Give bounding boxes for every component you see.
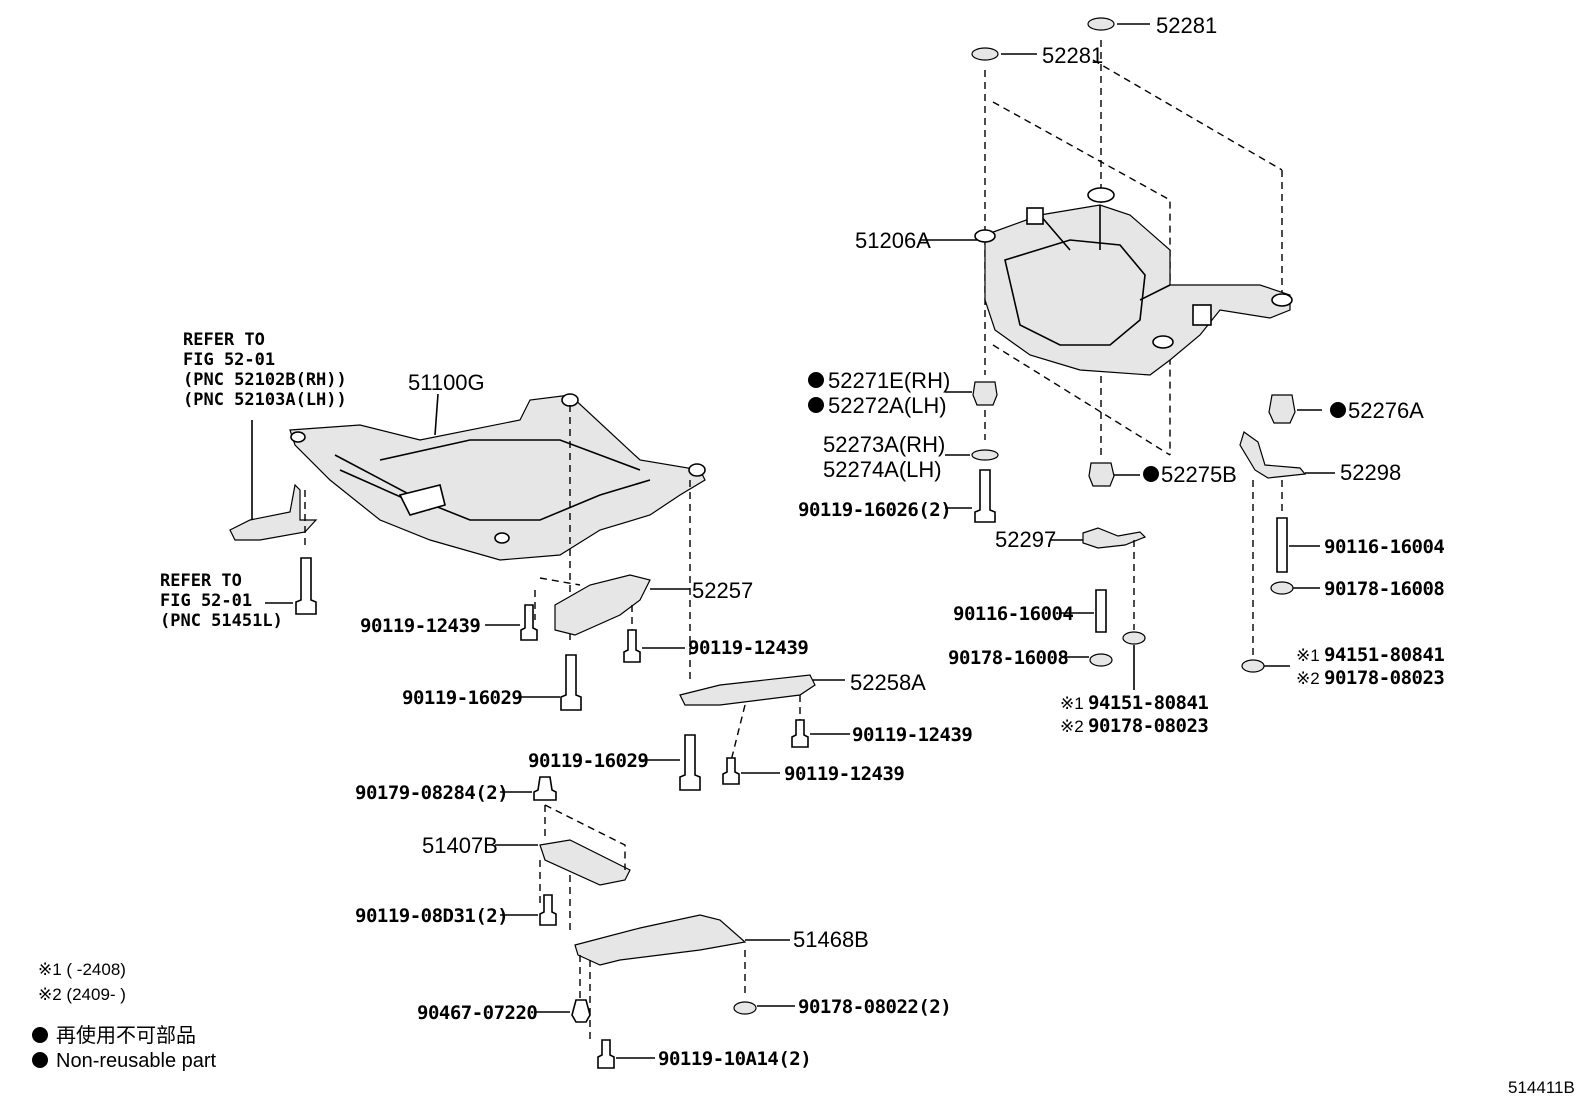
label-51206A[interactable]: 51206A — [855, 228, 931, 253]
clip-90467-07220-drawing — [571, 999, 591, 1023]
note-mark-1-a: ※1 — [1060, 694, 1084, 713]
subframe-51206A-drawing — [974, 187, 1293, 376]
label-90467-07220[interactable]: 90467-07220 — [417, 1002, 538, 1024]
refer-top-line-2: FIG 52-01 — [183, 350, 275, 370]
label-52275B[interactable]: 52275B — [1161, 462, 1237, 487]
bolt-90119-10A14-drawing — [597, 1039, 615, 1069]
refer-top-line-4: (PNC 52103A(LH)) — [183, 390, 347, 410]
label-90119-12439-a[interactable]: 90119-12439 — [360, 615, 481, 637]
label-90116-16004-b[interactable]: 90116-16004 — [1324, 536, 1445, 558]
front-subframe-group — [229, 393, 850, 1069]
non-reusable-dot — [1143, 466, 1159, 482]
label-90178-16008-b[interactable]: 90178-16008 — [1324, 578, 1445, 600]
non-reusable-dot — [808, 372, 824, 388]
note-mark-2-a: ※2 — [1060, 717, 1084, 736]
bolt-90119-12439-d-drawing — [722, 757, 740, 785]
nut-90179-08284-drawing — [533, 776, 557, 801]
label-52271E[interactable]: 52271E(RH) — [828, 368, 950, 393]
label-90119-12439-b[interactable]: 90119-12439 — [688, 637, 809, 659]
diagram-id: 514411B — [1508, 1078, 1575, 1097]
bolt-90119-12439-b-drawing — [623, 629, 641, 663]
bushing-52271E-drawing — [972, 381, 998, 406]
label-90179-08284[interactable]: 90179-08284(2) — [355, 782, 509, 804]
label-51468B[interactable]: 51468B — [793, 927, 869, 952]
label-51407B[interactable]: 51407B — [422, 833, 498, 858]
refer-bracket-drawing — [229, 483, 318, 541]
bracket-52298-drawing — [1239, 431, 1307, 479]
refer-bottom-line-2: FIG 52-01 — [160, 591, 252, 611]
label-52276A[interactable]: 52276A — [1348, 398, 1424, 423]
bolt-90119-16029-a-drawing — [560, 654, 582, 711]
label-90119-12439-c[interactable]: 90119-12439 — [852, 724, 973, 746]
bracket-52257-drawing — [554, 574, 651, 636]
label-52272A[interactable]: 52272A(LH) — [828, 393, 947, 418]
label-90178-08023-b[interactable]: 90178-08023 — [1324, 667, 1445, 689]
label-90119-16026[interactable]: 90119-16026(2) — [798, 499, 952, 521]
label-90178-08022[interactable]: 90178-08022(2) — [798, 996, 952, 1018]
bolt-90119-16026-drawing — [974, 469, 996, 523]
label-52274A[interactable]: 52274A(LH) — [823, 457, 942, 482]
nut-90178-16008-a-drawing — [1089, 653, 1113, 667]
washer-94151-b-drawing — [1241, 659, 1265, 673]
cover-51468B-drawing — [574, 914, 747, 966]
bolt-90119-12439-a-drawing — [520, 604, 538, 641]
bushing-52275B-drawing — [1088, 462, 1115, 487]
legend-dot-en — [32, 1052, 48, 1068]
note-mark-1-b: ※1 — [1296, 646, 1320, 665]
label-52273A[interactable]: 52273A(RH) — [823, 432, 945, 457]
part-labels: 52281 52281 51206A 52271E(RH) 52272A(LH)… — [355, 13, 1445, 1070]
washer-52281-a-drawing — [1087, 17, 1115, 31]
washer-94151-a-drawing — [1122, 631, 1146, 645]
label-90119-16029-b[interactable]: 90119-16029 — [528, 750, 649, 772]
label-90116-16004-a[interactable]: 90116-16004 — [953, 603, 1074, 625]
washer-52281-b-drawing — [971, 47, 999, 61]
bolt-90119-12439-c-drawing — [791, 719, 809, 748]
bushing-52276A-drawing — [1268, 394, 1296, 424]
subframe-51100G-drawing — [289, 393, 706, 561]
label-52281-b[interactable]: 52281 — [1042, 43, 1103, 68]
non-reusable-dot — [1330, 402, 1346, 418]
rear-subframe-group — [920, 17, 1335, 690]
washer-52273A-drawing — [971, 449, 999, 461]
refer-bottom-block: REFER TO FIG 52-01 (PNC 51451L) — [160, 571, 283, 631]
label-90119-12439-d[interactable]: 90119-12439 — [784, 763, 905, 785]
label-51100G[interactable]: 51100G — [408, 370, 485, 395]
label-52297[interactable]: 52297 — [995, 527, 1056, 552]
refer-top-block: REFER TO FIG 52-01 (PNC 52102B(RH)) (PNC… — [183, 330, 347, 410]
refer-bottom-line-3: (PNC 51451L) — [160, 611, 283, 631]
note-mark-2-b: ※2 — [1296, 669, 1320, 688]
label-90178-16008-a[interactable]: 90178-16008 — [948, 647, 1069, 669]
bracket-52297-drawing — [1082, 527, 1147, 549]
nut-90178-16008-b-drawing — [1270, 581, 1294, 595]
label-90119-08D31[interactable]: 90119-08D31(2) — [355, 905, 509, 927]
label-52258A[interactable]: 52258A — [850, 670, 926, 695]
label-90119-16029-a[interactable]: 90119-16029 — [402, 687, 523, 709]
stud-90116-16004-b-drawing — [1276, 517, 1288, 573]
legend-range-1: ※1 ( -2408) — [38, 960, 126, 979]
legend-range-2: ※2 (2409- ) — [38, 985, 126, 1004]
brace-52258A-drawing — [679, 674, 816, 706]
label-94151-80841-a[interactable]: 94151-80841 — [1088, 692, 1209, 714]
legend-dot-jp — [32, 1027, 48, 1043]
legend-jp: 再使用不可部品 — [56, 1024, 196, 1047]
bolt-90119-08D31-drawing — [539, 894, 557, 926]
label-94151-80841-b[interactable]: 94151-80841 — [1324, 644, 1445, 666]
refer-top-line-1: REFER TO — [183, 330, 265, 350]
plate-51407B-drawing — [539, 839, 631, 886]
label-52298[interactable]: 52298 — [1340, 460, 1401, 485]
stud-90116-16004-a-drawing — [1095, 589, 1107, 633]
bolt-90119-16029-b-drawing — [679, 734, 701, 791]
bolt-51451L-drawing — [295, 557, 317, 615]
label-52281-a[interactable]: 52281 — [1156, 13, 1217, 38]
legend-en: Non-reusable part — [56, 1050, 217, 1072]
label-52257[interactable]: 52257 — [692, 578, 753, 603]
legend: ※1 ( -2408) ※2 (2409- ) 再使用不可部品 Non-reus… — [32, 960, 217, 1072]
label-90178-08023-a[interactable]: 90178-08023 — [1088, 715, 1209, 737]
nut-90178-08022-drawing — [733, 1001, 757, 1015]
label-90119-10A14[interactable]: 90119-10A14(2) — [658, 1048, 812, 1070]
non-reusable-dot — [808, 397, 824, 413]
refer-bottom-line-1: REFER TO — [160, 571, 242, 591]
refer-top-line-3: (PNC 52102B(RH)) — [183, 370, 347, 390]
